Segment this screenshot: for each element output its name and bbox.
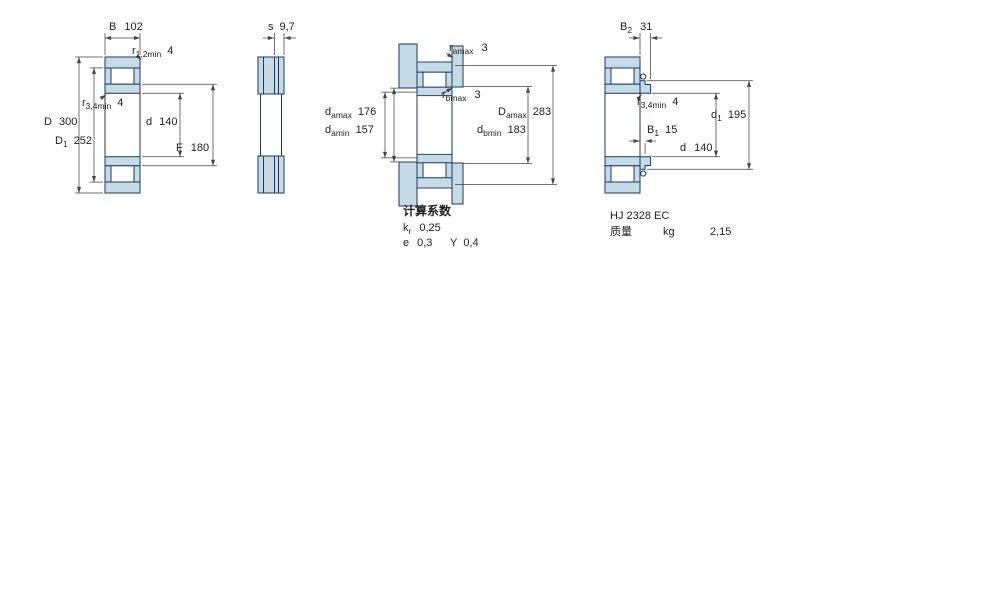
bearing-section-abutment — [416, 61, 453, 189]
bearing-section-front — [104, 56, 141, 194]
leader-r12 — [135, 54, 142, 60]
leader-r34-hj — [636, 94, 642, 101]
hj-angle-ring-bottom — [639, 156, 652, 170]
calculation-factors-title: 计算系数 — [403, 203, 452, 218]
hj-angle-ring-top — [639, 80, 652, 94]
leader-ra — [445, 52, 454, 59]
hj-designation: HJ 2328 EC — [610, 210, 669, 222]
side-view-outer-ring-top — [257, 56, 285, 95]
side-view-outer-ring-bottom — [257, 155, 285, 194]
hj-mass-value: 2,15 — [710, 226, 731, 238]
shaft-abutment-bottom — [451, 162, 464, 205]
leader-rb — [440, 87, 453, 95]
shaft-abutment-top — [451, 45, 464, 88]
bearing-section-hj — [604, 56, 641, 194]
hj-mass-label: 质量 — [610, 225, 632, 238]
hj-ring-lip-detail-top — [640, 73, 647, 80]
hj-mass-unit: kg — [663, 226, 675, 238]
housing-shoulder-bottom — [398, 161, 418, 207]
leader-r34 — [99, 94, 107, 100]
housing-shoulder-top — [398, 43, 418, 89]
hj-ring-lip-detail-bottom — [640, 170, 647, 177]
